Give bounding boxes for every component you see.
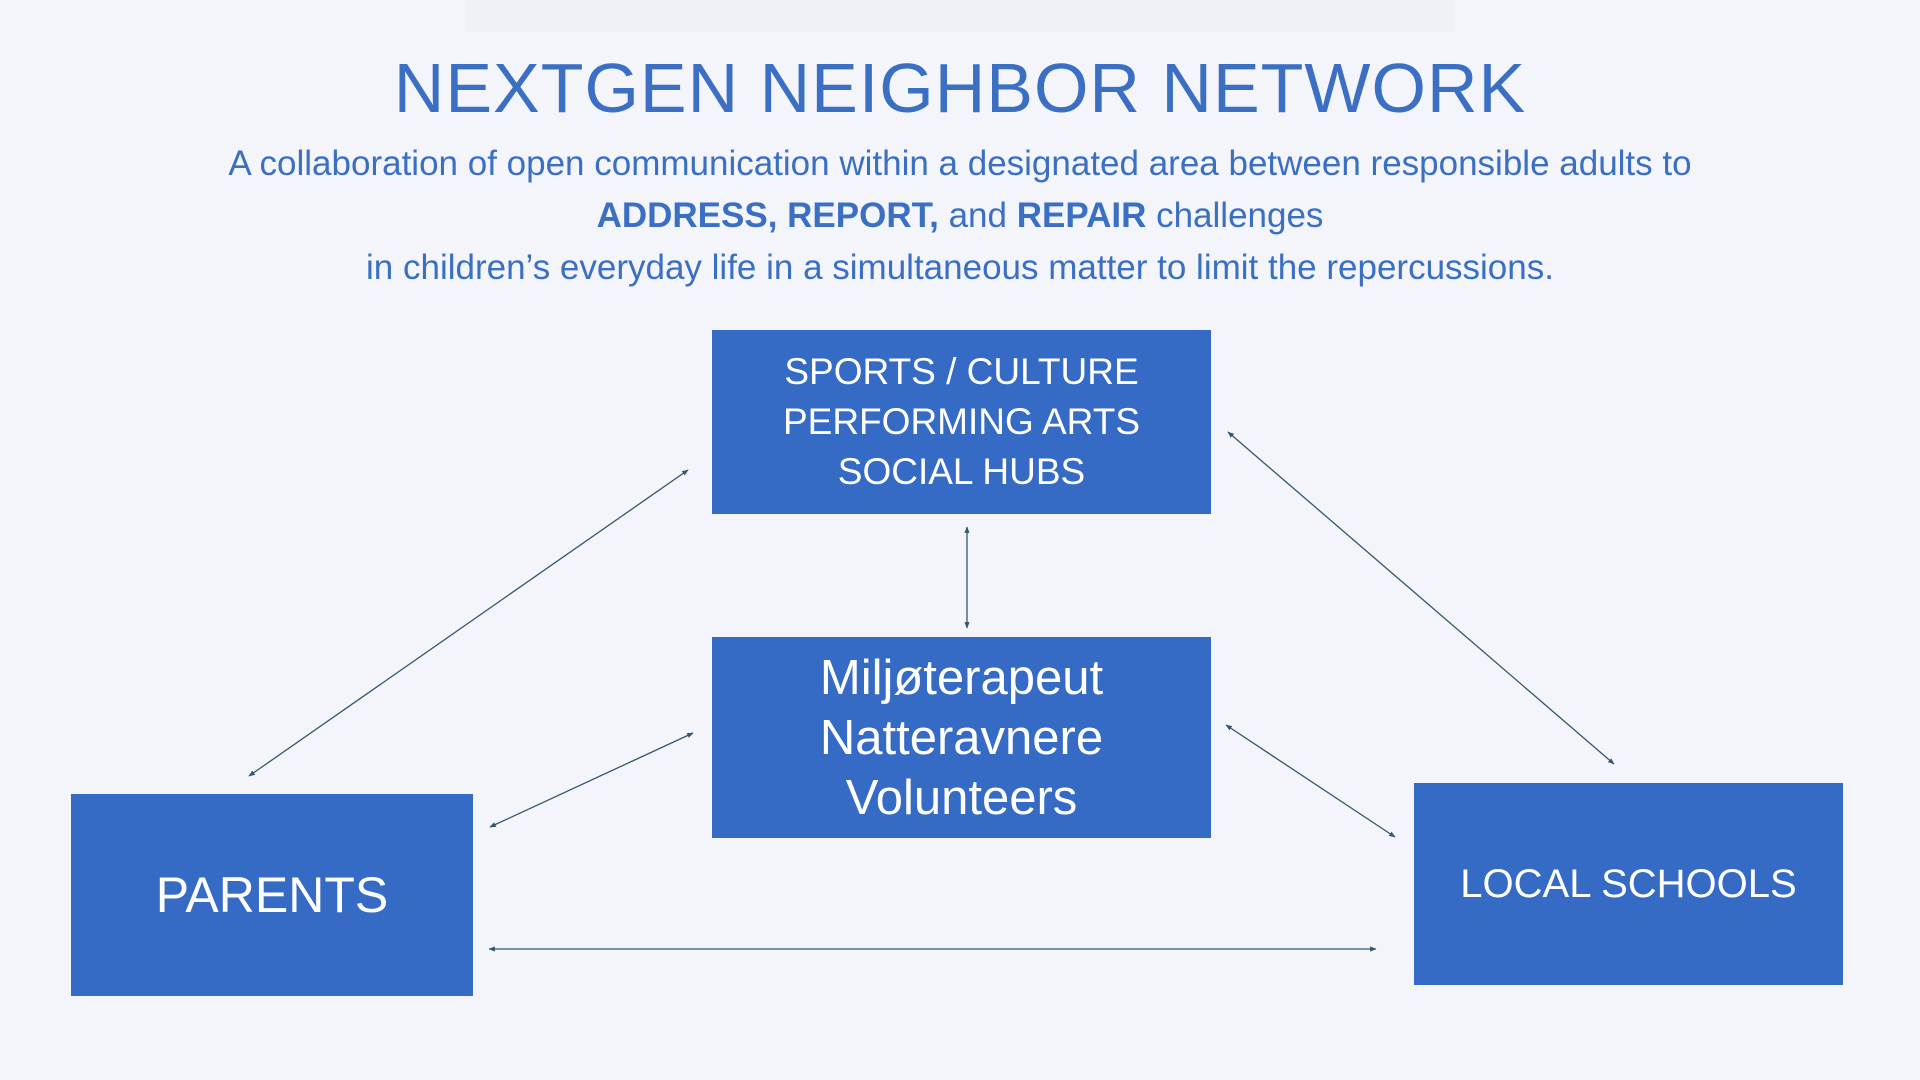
node-parents-label: PARENTS: [155, 867, 389, 923]
subtitle-emphasis-address-report: ADDRESS, REPORT,: [596, 196, 939, 235]
node-sports-culture: SPORTS / CULTURE PERFORMING ARTS SOCIAL …: [712, 330, 1211, 514]
node-center-support: Miljøterapeut Natteravnere Volunteers: [712, 637, 1211, 838]
node-center-line-1: Miljøterapeut: [819, 650, 1104, 705]
subtitle-line-3: in children’s everyday life in a simulta…: [366, 248, 1554, 287]
connector-center-parents: [489, 732, 694, 828]
connector-top-schools: [1227, 431, 1615, 765]
node-center-line-3: Volunteers: [845, 770, 1078, 825]
subtitle-line-1: A collaboration of open communication wi…: [228, 144, 1692, 183]
top-strip: [465, 0, 1455, 32]
subtitle-emphasis-repair: REPAIR: [1016, 196, 1147, 235]
node-sports-culture-line-3: SOCIAL HUBS: [837, 451, 1086, 492]
node-sports-culture-line-1: SPORTS / CULTURE: [784, 351, 1139, 392]
page-title: NEXTGEN NEIGHBOR NETWORK: [393, 49, 1527, 127]
subtitle-connector-text: and: [938, 196, 1017, 235]
node-center-line-2: Natteravnere: [819, 710, 1104, 765]
node-sports-culture-line-2: PERFORMING ARTS: [782, 401, 1141, 442]
node-parents: PARENTS: [71, 794, 473, 996]
subtitle-challenges-text: challenges: [1146, 196, 1324, 235]
connector-parents-top: [248, 469, 689, 777]
node-local-schools-label: LOCAL SCHOOLS: [1460, 861, 1797, 906]
connector-center-schools: [1225, 724, 1396, 838]
node-local-schools: LOCAL SCHOOLS: [1414, 783, 1843, 985]
subtitle: A collaboration of open communication wi…: [0, 138, 1920, 294]
subtitle-line-2: ADDRESS, REPORT, and REPAIR challenges: [0, 190, 1920, 242]
